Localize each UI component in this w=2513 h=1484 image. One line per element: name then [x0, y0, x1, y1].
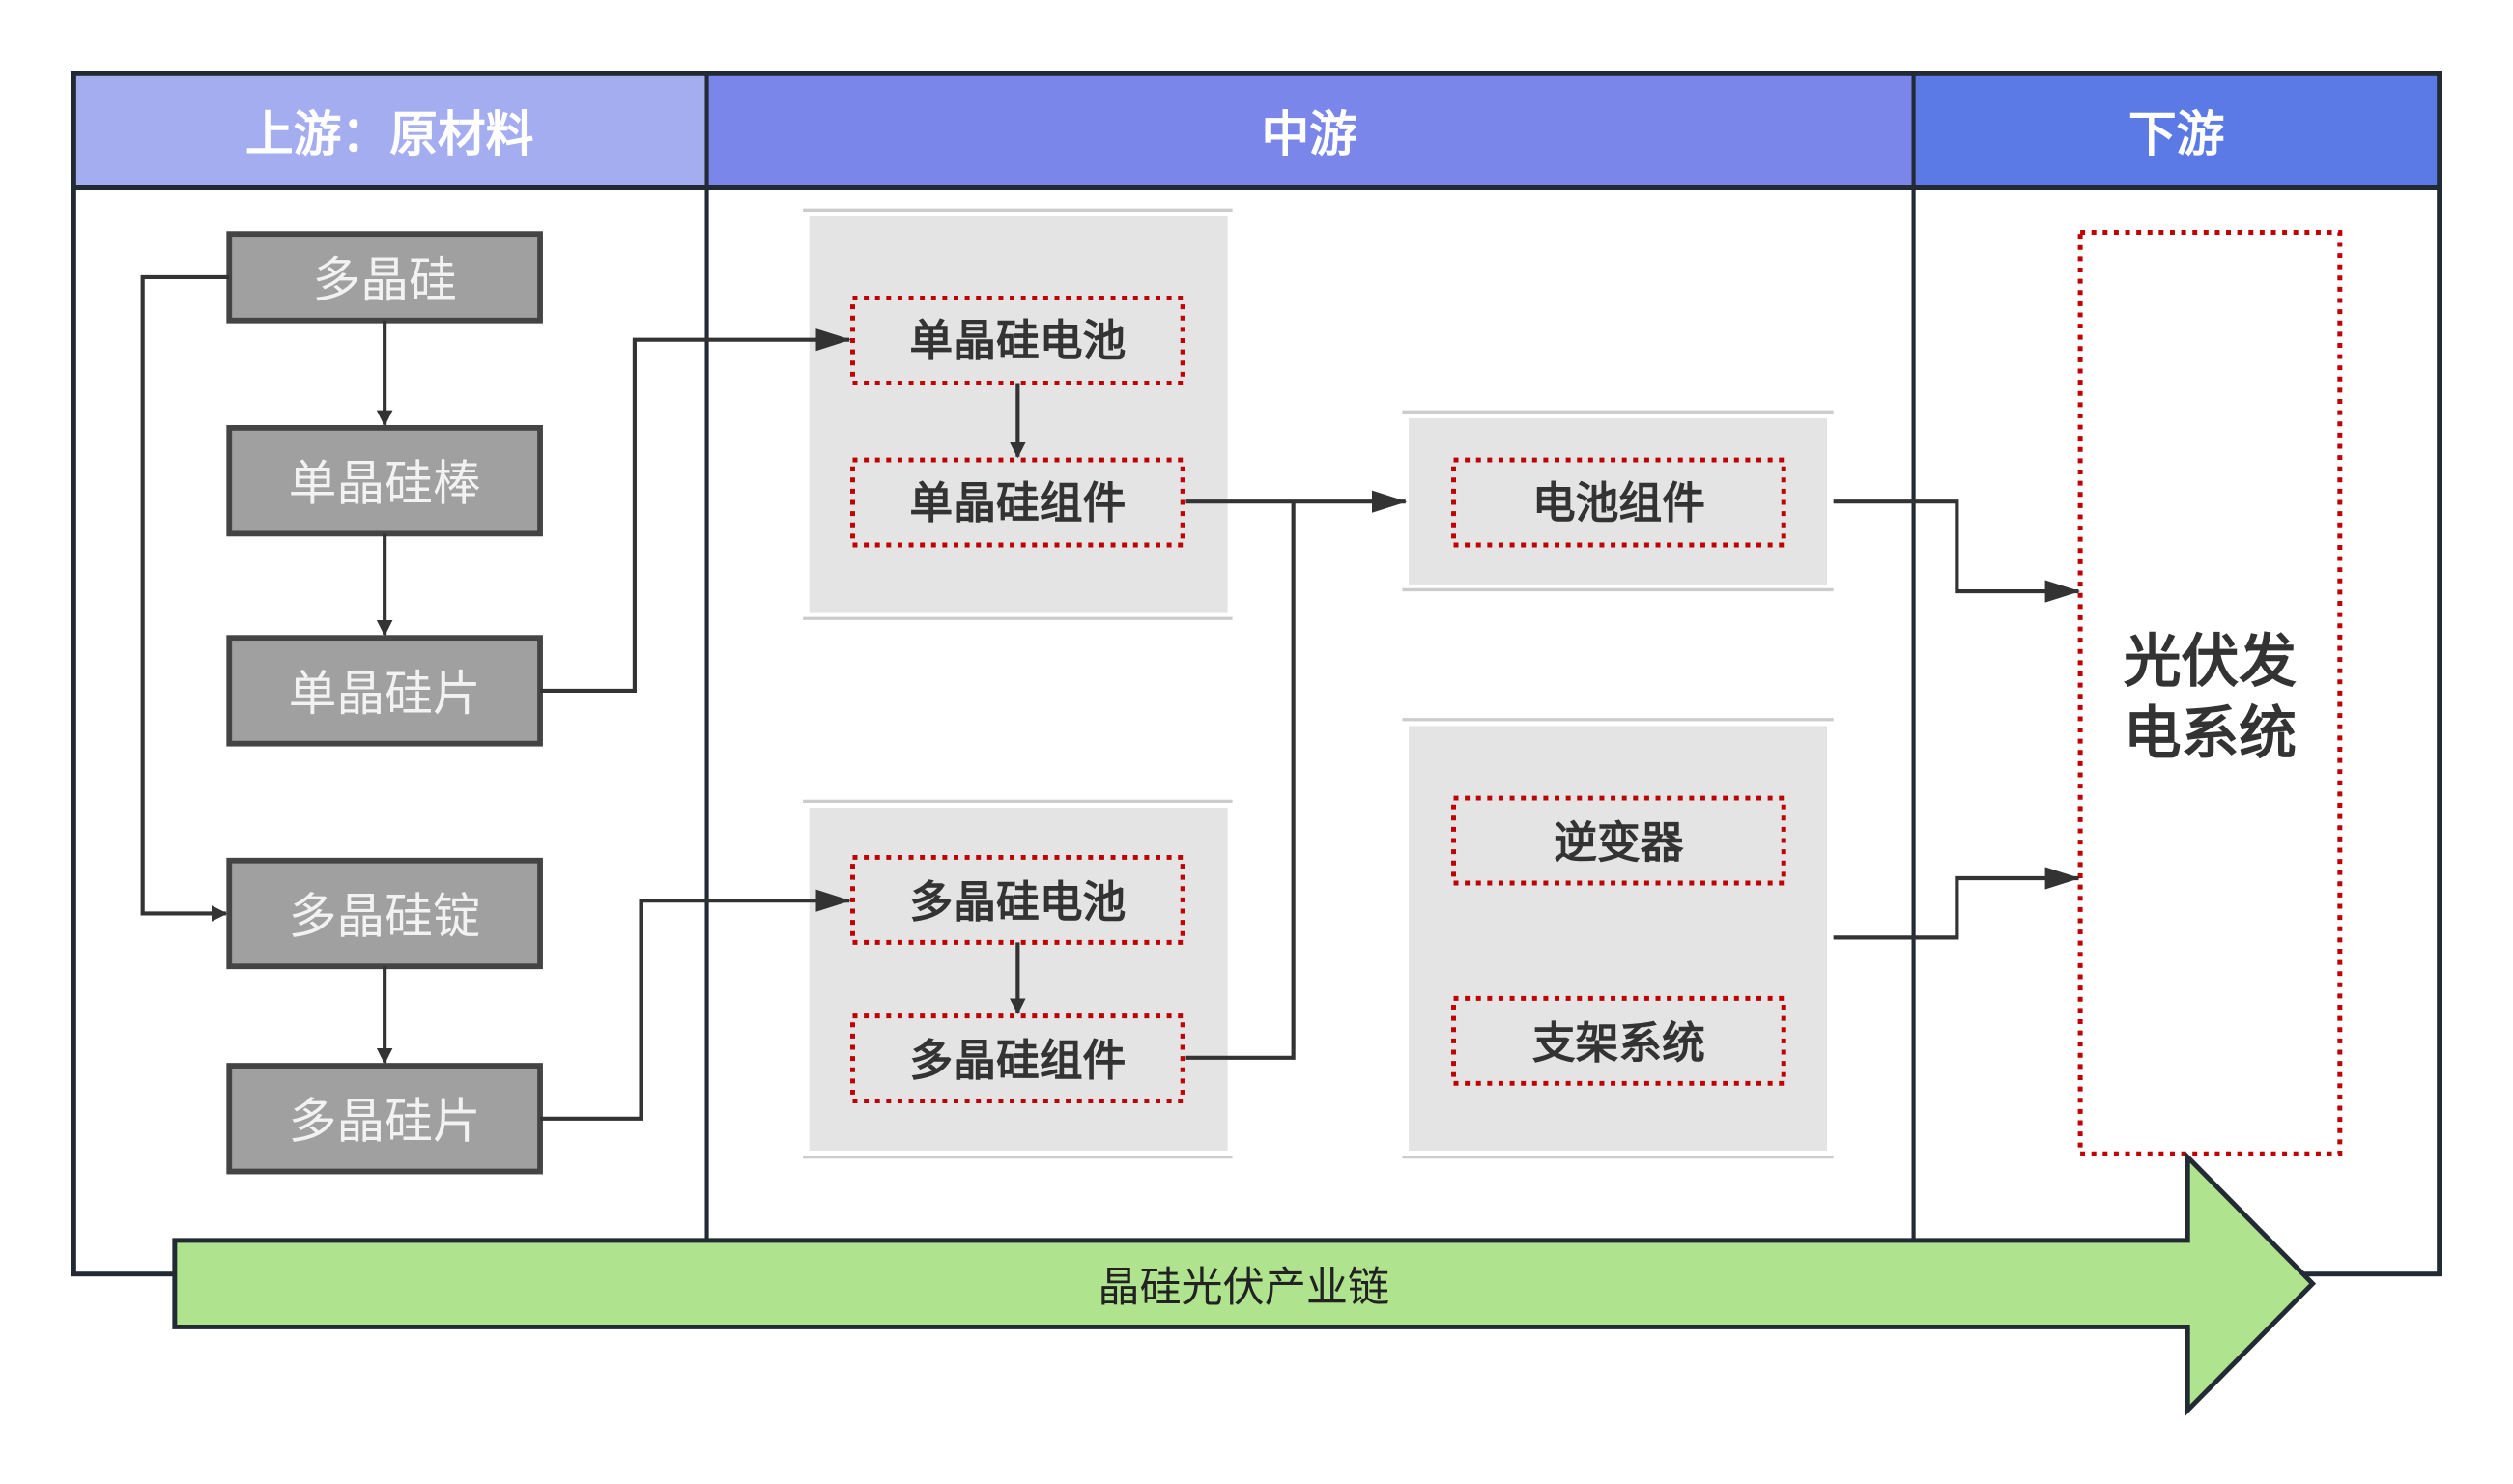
svg-text:逆变器: 逆变器: [1554, 816, 1685, 868]
svg-text:多晶硅组件: 多晶硅组件: [909, 1035, 1126, 1086]
svg-text:电池组件: 电池组件: [1532, 477, 1705, 528]
box-poly-cell: 多晶硅电池: [850, 854, 1185, 945]
box-poly-wafer: 多晶硅片: [226, 1063, 543, 1175]
box-polysilicon: 多晶硅: [226, 231, 543, 324]
connector-poly-module-merge: [1185, 501, 1296, 1060]
svg-text:多晶硅片: 多晶硅片: [289, 1094, 481, 1150]
connector-poly-to-poly-ingot: [140, 274, 230, 922]
svg-text:光伏发: 光伏发: [2124, 629, 2297, 696]
header-upstream-label: 上游：原材料: [245, 106, 534, 162]
svg-text:支架系统: 支架系统: [1532, 1017, 1705, 1069]
connector-mono-wafer-to-cell: [540, 328, 851, 693]
header-downstream-label: 下游: [2128, 106, 2225, 162]
box-poly-module: 多晶硅组件: [850, 1013, 1185, 1104]
industry-chain-banner-arrow: 晶硅光伏产业链: [172, 1151, 2317, 1416]
svg-text:多晶硅锭: 多晶硅锭: [289, 888, 481, 944]
connector-bos-to-system: [1833, 867, 2081, 940]
header-midstream: [706, 73, 1914, 188]
connector-module-to-system: [1833, 499, 2081, 603]
header-midstream-label: 中游: [1261, 106, 1357, 162]
svg-text:多晶硅电池: 多晶硅电池: [909, 876, 1126, 928]
svg-text:多晶硅: 多晶硅: [313, 252, 457, 308]
box-pv-power-system: 光伏发 电系统: [2077, 230, 2343, 1156]
header-downstream: [1913, 73, 2440, 188]
group-module: [1409, 417, 1828, 585]
box-mono-cell: 单晶硅电池: [850, 296, 1185, 385]
group-bos: [1409, 726, 1828, 1151]
svg-text:电系统: 电系统: [2124, 701, 2297, 768]
box-inverter: 逆变器: [1451, 795, 1786, 886]
svg-text:单晶硅片: 单晶硅片: [289, 666, 481, 722]
banner-label: 晶硅光伏产业链: [1098, 1264, 1389, 1312]
box-mono-module: 单晶硅组件: [850, 457, 1185, 548]
svg-text:单晶硅电池: 单晶硅电池: [909, 315, 1126, 366]
box-mono-wafer: 单晶硅片: [226, 635, 543, 747]
box-mounting-system: 支架系统: [1451, 995, 1786, 1086]
connector-poly-wafer-to-cell: [540, 889, 851, 1121]
svg-text:单晶硅组件: 单晶硅组件: [909, 477, 1126, 528]
box-cell-module: 电池组件: [1451, 457, 1786, 548]
box-mono-ingot: 单晶硅棒: [226, 424, 543, 537]
header-upstream: [73, 73, 707, 188]
svg-text:单晶硅棒: 单晶硅棒: [289, 456, 481, 512]
box-poly-ingot: 多晶硅锭: [226, 857, 543, 970]
